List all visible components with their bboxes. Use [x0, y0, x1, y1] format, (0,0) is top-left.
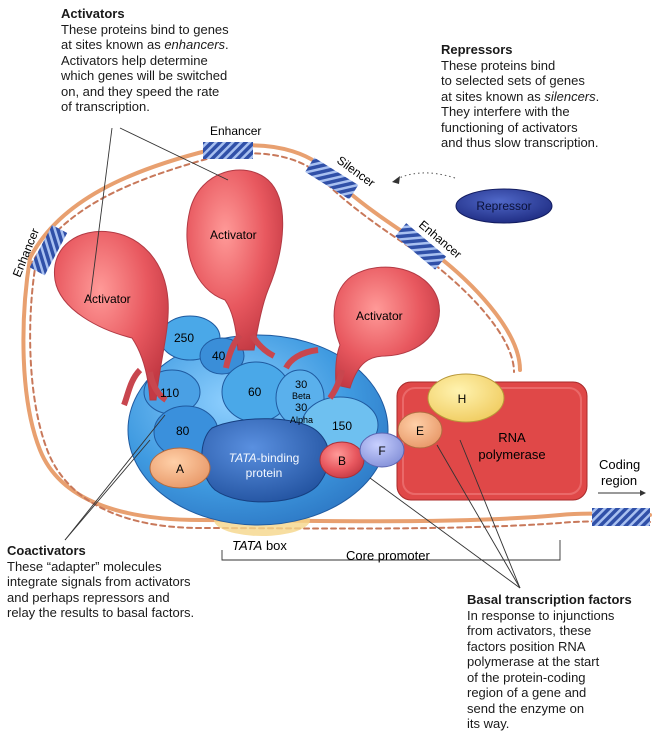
subunit-150-label: 150 [332, 419, 352, 433]
coactivators-line: These “adapter” molecules [7, 558, 162, 574]
subunit-alpha-label: Alpha [290, 415, 313, 425]
repressors-line: These proteins bind [441, 57, 556, 73]
repressor-arrowhead [392, 176, 400, 184]
subunit-30a-label: 30 [295, 379, 307, 391]
subunit-110-label: 110 [160, 386, 179, 400]
basal-factors-line: region of a gene and [467, 685, 587, 700]
activators-line: of transcription. [61, 99, 150, 114]
basal-factors-line: polymerase at the start [467, 654, 600, 669]
basal-factors-line: send the enzyme on [467, 700, 585, 716]
factor-e [397, 411, 443, 449]
activator-left-label: Activator [84, 292, 131, 306]
repressors-line: They interfere with the [441, 104, 570, 119]
coactivators-annotation: Coactivators These “adapter” molecules i… [7, 543, 194, 621]
repressor-arrow-path [394, 172, 456, 181]
core-promoter-label: Core promoter [346, 548, 430, 563]
factor-h [427, 373, 505, 423]
activator-right-label: Activator [356, 309, 403, 323]
activators-line: These proteins bind to genes [61, 21, 229, 37]
tbp-label-line1: TATA-binding [229, 451, 300, 465]
activator-right [283, 266, 440, 400]
factor-e-label: E [416, 424, 424, 438]
factor-a [149, 447, 211, 489]
coding-arrowhead [640, 490, 646, 496]
repressor-protein [455, 188, 553, 224]
subunit-60-label: 60 [248, 385, 262, 399]
factor-f-label: F [378, 444, 385, 458]
basal-factors-line: from activators, these [467, 623, 592, 638]
coding-label-line2: region [601, 473, 637, 488]
repressors-title: Repressors [441, 42, 513, 57]
coactivators-line: integrate signals from activators [7, 574, 191, 589]
subunit-beta-label: Beta [292, 391, 311, 401]
coding-label-line1: Coding [599, 457, 640, 472]
basal-factors-line: its way. [467, 716, 510, 731]
coactivators-line: and perhaps repressors and [7, 589, 170, 605]
repressors-annotation: Repressors These proteins bind to select… [441, 42, 599, 151]
coactivators-title: Coactivators [7, 543, 86, 558]
activators-line: on, and they speed the rate [61, 83, 220, 99]
enhancer-top-label: Enhancer [210, 124, 261, 138]
factor-a-label: A [176, 462, 184, 476]
activator-left [53, 230, 169, 407]
factor-h-label: H [458, 392, 467, 406]
repressors-line: to selected sets of genes [441, 73, 585, 88]
activators-line: Activators help determine [61, 52, 208, 68]
basal-factors-line: of the protein-coding [467, 669, 586, 685]
enhancer-top-segment [203, 142, 253, 159]
subunit-80-label: 80 [176, 424, 190, 438]
leader-lines [64, 127, 561, 589]
coding-region-segment [592, 508, 650, 526]
subunit-250-label: 250 [174, 331, 194, 345]
repressor-label: Repressor [476, 199, 531, 213]
subunit-40-label: 40 [212, 349, 226, 363]
repressors-line: and thus slow transcription. [441, 135, 599, 150]
repressors-line: at sites known as silencers. [441, 88, 600, 104]
factor-f [359, 432, 405, 468]
activators-line: at sites known as enhancers. [61, 37, 229, 52]
tbp-label-line2: protein [246, 466, 283, 480]
subunit-30b-label: 30 [295, 402, 307, 414]
activators-title: Activators [61, 6, 125, 21]
basal-factors-line: In response to injunctions [467, 607, 615, 623]
basal-factors-annotation: Basal transcription factors In response … [467, 592, 632, 732]
silencer-segment [305, 157, 359, 200]
rna-polymerase-label-line1: RNA [498, 430, 526, 445]
activator-middle [186, 169, 284, 369]
activators-line: which genes will be switched [61, 68, 228, 83]
activator-middle-label: Activator [210, 228, 257, 242]
tata-box-label: TATA box [232, 538, 287, 553]
activators-annotation: Activators These proteins bind to genes … [61, 6, 229, 115]
coactivators-line: relay the results to basal factors. [7, 605, 195, 620]
factor-b-label: B [338, 454, 346, 468]
enhancer-right-segment [395, 223, 447, 270]
rna-polymerase-label-line2: polymerase [478, 447, 545, 462]
enhancer-left-segment [29, 225, 68, 276]
basal-factors-line: factors position RNA [467, 638, 586, 654]
basal-factors-title: Basal transcription factors [467, 592, 632, 607]
repressors-line: functioning of activators [441, 119, 578, 135]
